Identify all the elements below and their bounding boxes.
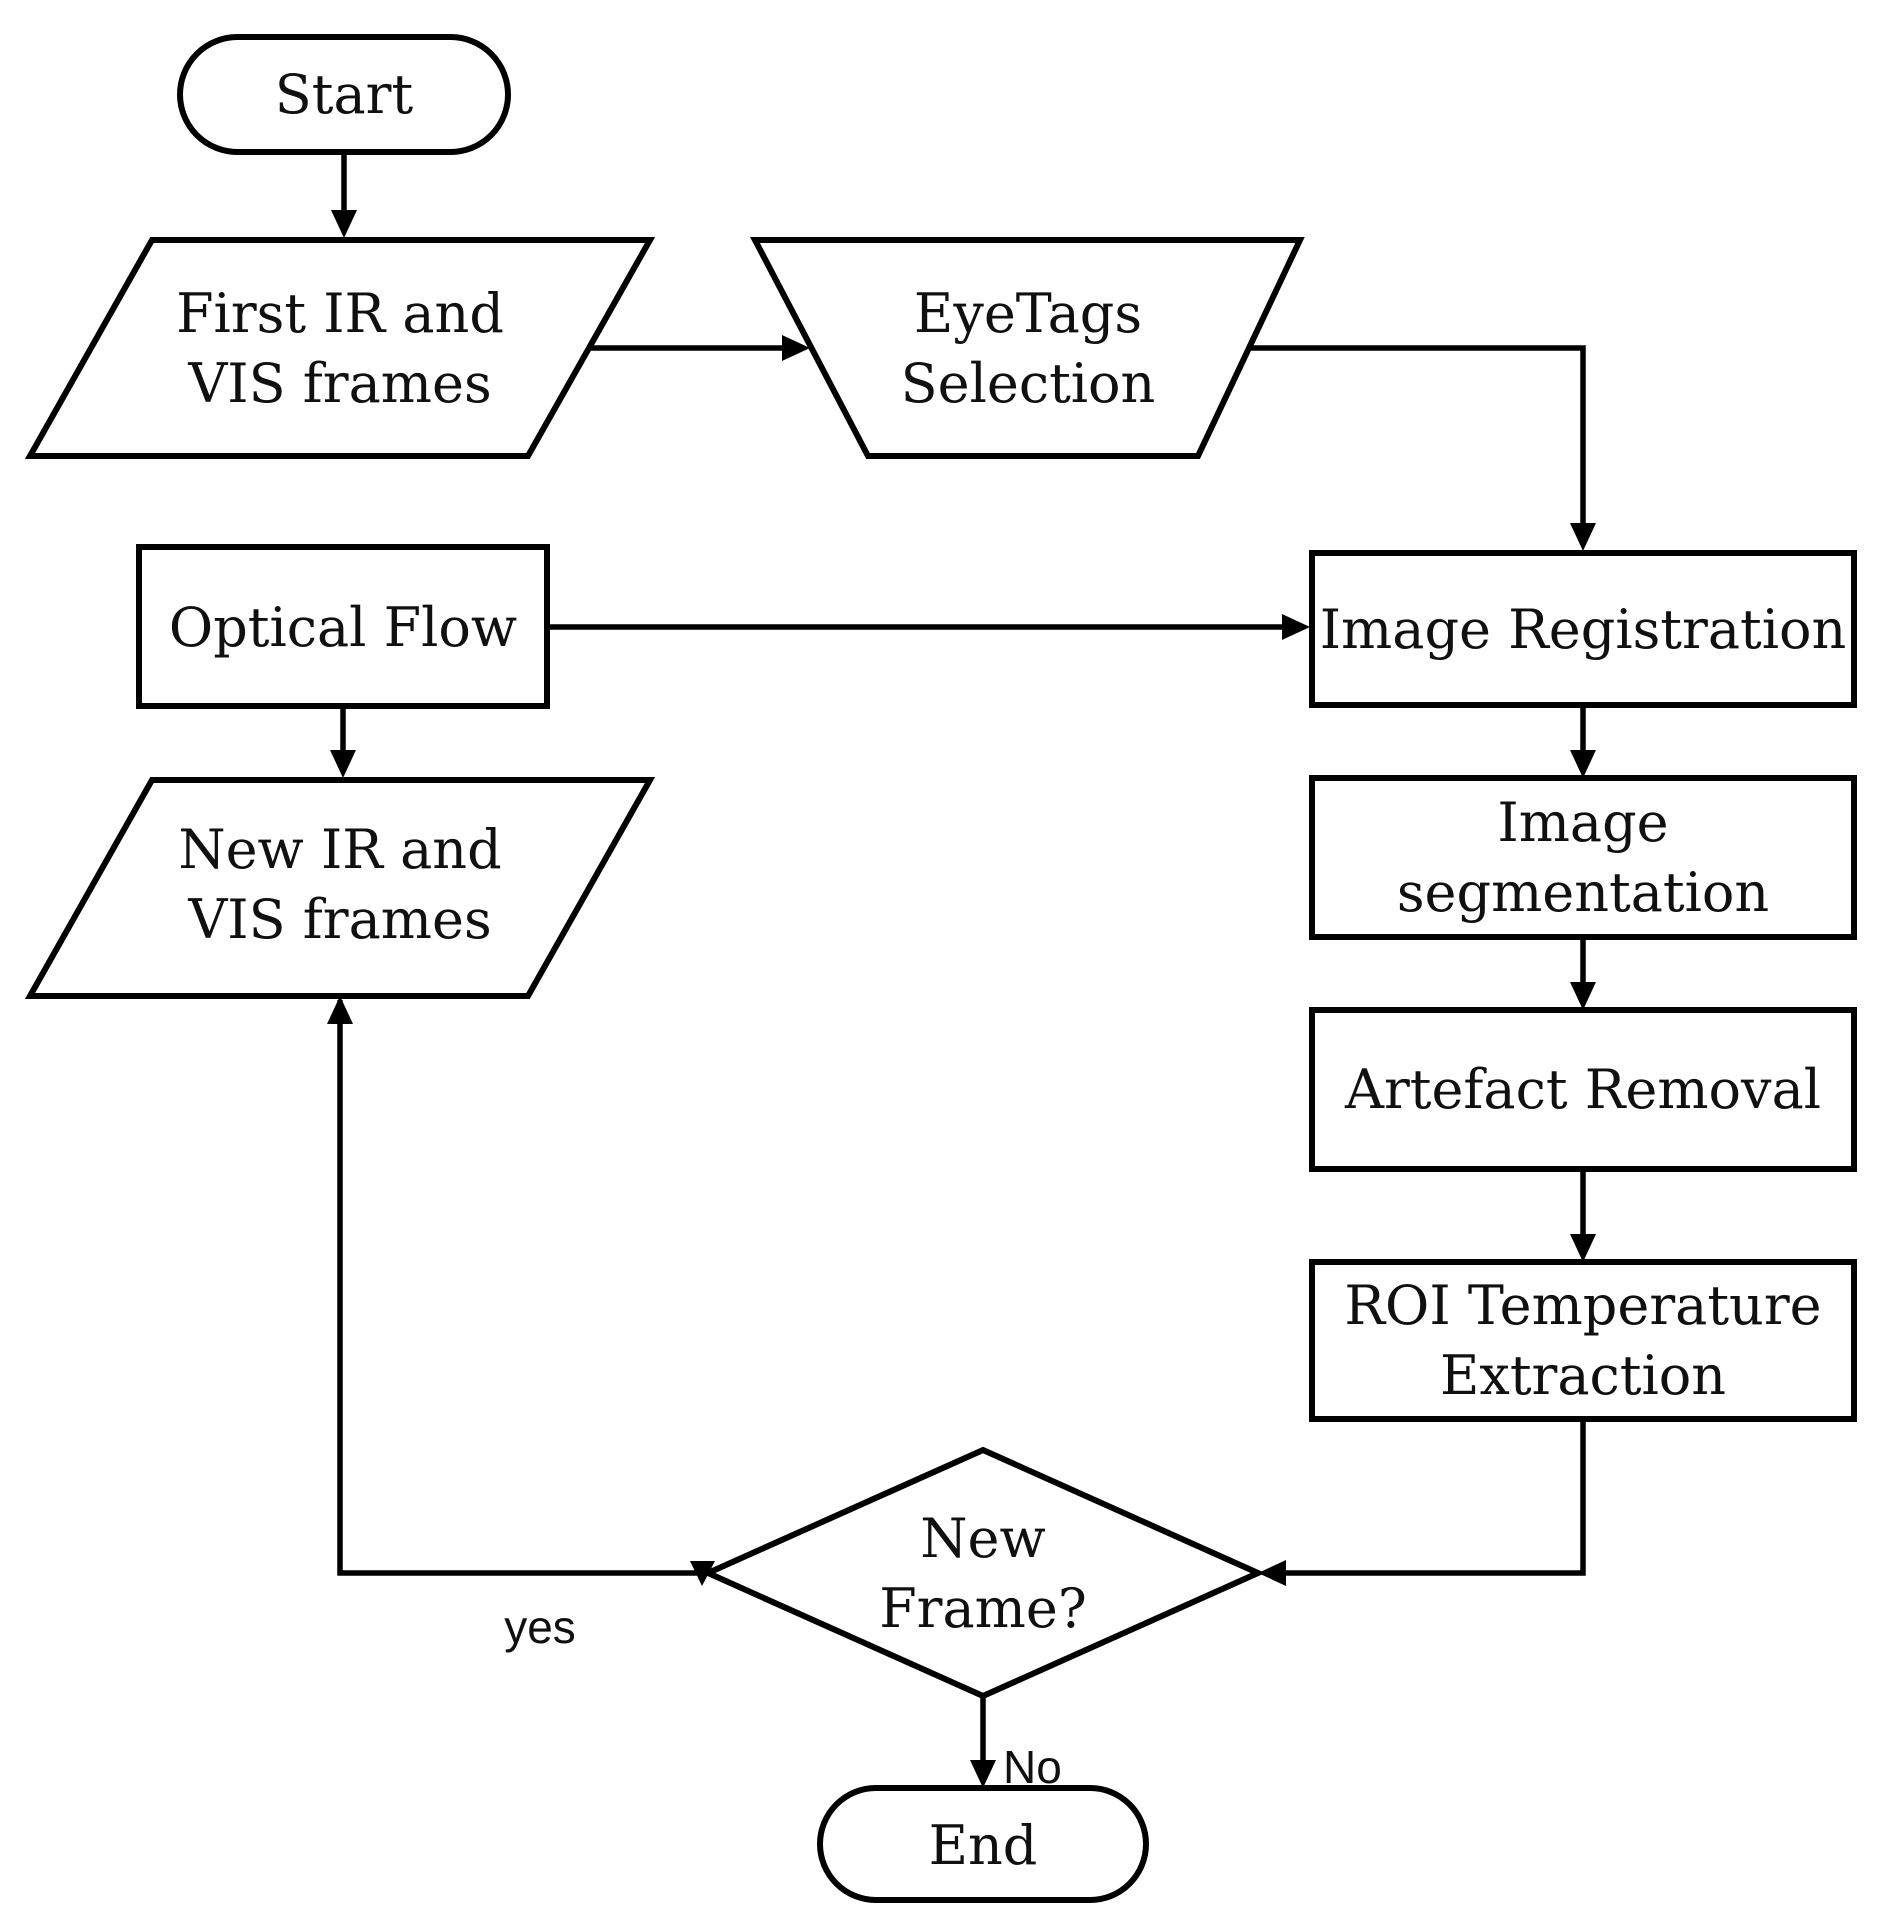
eyetags-trapezoid-shape	[750, 237, 1305, 459]
node-new-frame-label-line2: Frame?	[879, 1577, 1087, 1640]
arrowhead-right-icon	[1282, 614, 1310, 640]
arrowhead-up-icon	[327, 996, 353, 1024]
arrowhead-down-icon	[970, 1760, 996, 1788]
node-eyetags-label-line1: EyeTags	[914, 282, 1142, 345]
node-eyetags-selection: EyeTags Selection	[750, 237, 1305, 459]
arrowhead-down-icon	[1570, 982, 1596, 1010]
node-image-segmentation-label-line1: Image	[1497, 791, 1668, 854]
node-image-registration: Image Registration	[1309, 550, 1857, 708]
node-new-frame-label-line1: New	[920, 1507, 1045, 1570]
arrowhead-down-icon	[331, 210, 357, 238]
edge-new-frame-decision-to-new-frames-yes: yes	[327, 996, 715, 1653]
edge-first-frames-to-eyetags	[589, 335, 810, 361]
edge-start-to-first-frames	[331, 152, 357, 238]
image-segmentation-process-shape	[1309, 775, 1857, 940]
arrowhead-down-icon	[330, 750, 356, 778]
node-artefact-removal-label: Artefact Removal	[1344, 1058, 1821, 1121]
edge-label-no: No	[1003, 1741, 1062, 1793]
edge-line	[1284, 1419, 1586, 1576]
edge-artefact-removal-to-roi-extraction	[1570, 1169, 1596, 1262]
arrowhead-at-diamond-left-vertex-icon	[690, 1561, 715, 1586]
edge-roi-extraction-to-new-frame-decision	[1258, 1419, 1586, 1586]
edge-line	[1249, 345, 1586, 545]
node-end-label: End	[929, 1814, 1038, 1877]
node-roi-extraction-label-line1: ROI Temperature	[1344, 1274, 1821, 1337]
node-image-registration-label: Image Registration	[1320, 598, 1847, 661]
edge-line	[337, 1000, 708, 1576]
node-artefact-removal: Artefact Removal	[1309, 1007, 1857, 1172]
node-first-ir-vis-frames: First IR and VIS frames	[24, 237, 656, 459]
node-image-segmentation: Image segmentation	[1309, 775, 1857, 940]
node-start-label: Start	[275, 63, 414, 126]
new-frame-diamond-shape	[700, 1446, 1266, 1700]
node-roi-extraction-label-line2: Extraction	[1440, 1344, 1726, 1407]
node-new-frame-decision: New Frame?	[700, 1446, 1266, 1700]
new-frames-parallelogram-shape	[24, 777, 656, 999]
edge-eyetags-to-image-registration	[1249, 345, 1596, 551]
node-start: Start	[177, 34, 511, 155]
first-frames-parallelogram-shape	[24, 237, 656, 459]
node-optical-flow: Optical Flow	[136, 544, 550, 709]
node-first-frames-label-line1: First IR and	[176, 282, 504, 345]
arrowhead-down-icon	[1570, 750, 1596, 778]
node-eyetags-label-line2: Selection	[901, 352, 1156, 415]
image-registration-process-shape	[1309, 550, 1857, 708]
node-optical-flow-label: Optical Flow	[169, 596, 517, 659]
node-new-ir-vis-frames: New IR and VIS frames	[24, 777, 656, 999]
edge-new-frame-decision-to-end-no: No	[970, 1696, 1062, 1793]
edge-label-yes: yes	[504, 1601, 576, 1653]
edge-image-registration-to-image-segmentation	[1570, 705, 1596, 778]
node-image-segmentation-label-line2: segmentation	[1397, 861, 1769, 924]
edge-optical-flow-to-new-frames	[330, 706, 356, 778]
arrowhead-down-icon	[1570, 523, 1596, 551]
node-new-frames-label-line1: New IR and	[178, 818, 501, 881]
edge-image-segmentation-to-artefact-removal	[1570, 937, 1596, 1010]
arrowhead-right-icon	[782, 335, 810, 361]
node-end: End	[817, 1785, 1149, 1903]
edge-optical-flow-to-image-registration	[547, 614, 1310, 640]
node-new-frames-label-line2: VIS frames	[187, 888, 491, 951]
node-first-frames-label-line2: VIS frames	[187, 352, 491, 415]
arrowhead-down-icon	[1570, 1234, 1596, 1262]
node-roi-temperature-extraction: ROI Temperature Extraction	[1309, 1259, 1857, 1422]
arrowhead-left-icon	[1258, 1560, 1286, 1586]
optical-flow-process-shape	[136, 544, 550, 709]
